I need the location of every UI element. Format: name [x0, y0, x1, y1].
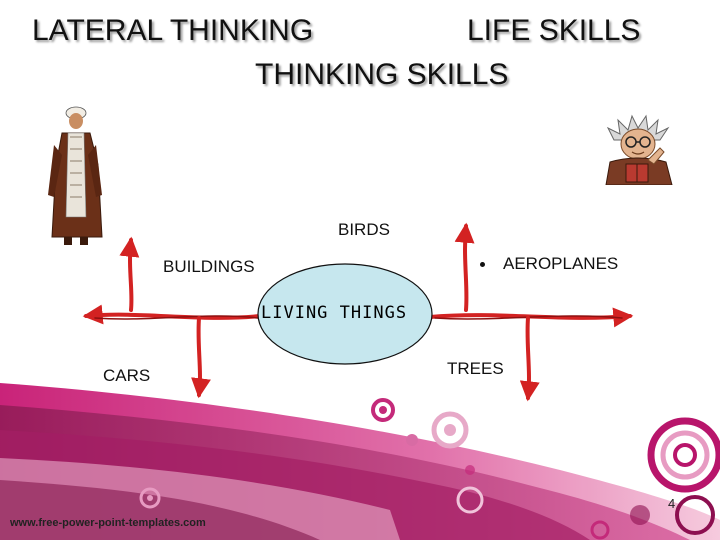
label-birds: BIRDS [338, 220, 390, 239]
title-life-skills: LIFE SKILLS [467, 14, 641, 47]
arrow-down-cars [191, 316, 211, 399]
arrow-down-trees [519, 316, 540, 402]
center-label-living-things: LIVING THINGS [261, 303, 408, 323]
decorative-circles [139, 398, 720, 540]
man-in-robe-figure [48, 106, 103, 245]
footer-url: www.free-power-point-templates.com [10, 517, 206, 529]
page-number: 4 [668, 496, 676, 511]
title-thinking-skills: THINKING SKILLS [255, 58, 509, 91]
confused-professor-figure [605, 114, 673, 185]
label-trees: TREES [447, 359, 504, 378]
label-cars: CARS [103, 366, 151, 385]
title-lateral-thinking: LATERAL THINKING [32, 14, 314, 47]
center-ellipse [257, 263, 433, 365]
pink-swoosh [0, 383, 720, 540]
bullet-dot [480, 262, 485, 267]
label-aeroplanes: AEROPLANES [503, 254, 619, 273]
arrow-up-buildings [119, 236, 140, 312]
label-buildings: BUILDINGS [163, 257, 255, 276]
arrow-up-aeroplanes [454, 222, 475, 312]
horizontal-arrow-left-shadow [94, 315, 259, 320]
